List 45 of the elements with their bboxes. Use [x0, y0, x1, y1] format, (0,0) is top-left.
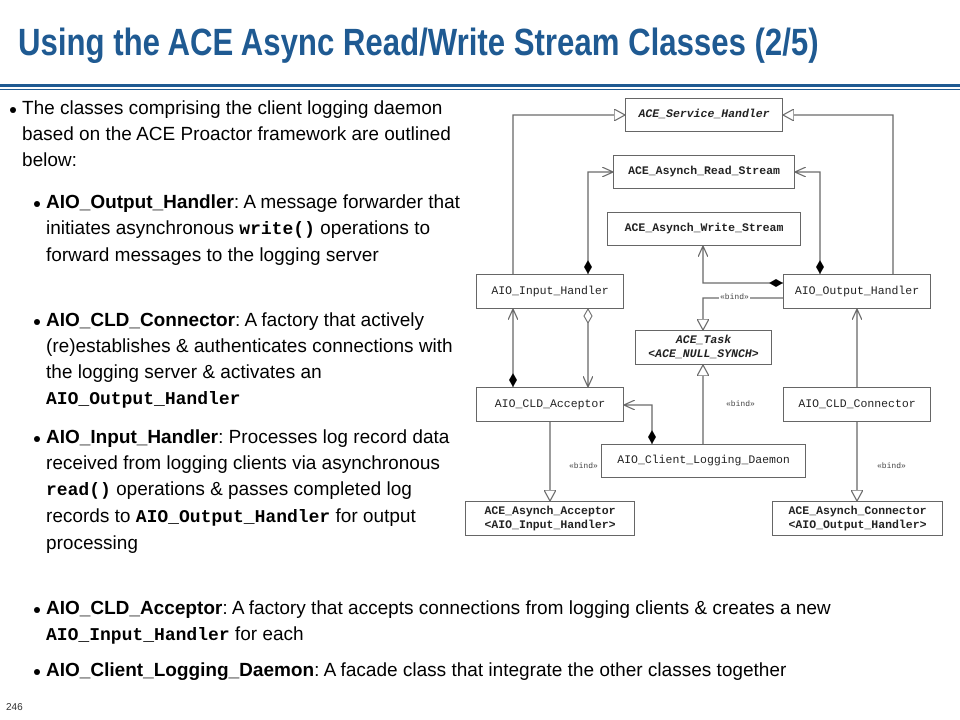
class-name: <AIO_Input_Handler> [484, 518, 616, 532]
class-box [465, 501, 635, 536]
class-name: AIO_Output_Handler [794, 284, 920, 298]
class-name: ACE_Asynch_Acceptor [484, 504, 616, 518]
class-box [635, 330, 772, 365]
class-box [476, 274, 624, 309]
class-box [783, 387, 931, 422]
slide-title: Using the ACE Async Read/Write Stream Classes (2/5) [18, 22, 819, 65]
class-box [625, 98, 783, 132]
uml-connector [794, 166, 824, 274]
class-box [476, 387, 624, 422]
class-name: ACE_Service_Handler [638, 108, 770, 122]
class-box [607, 212, 801, 246]
bullet-text: AIO_Input_Handler: Processes log record data received from logging clients via asynchronous read() operations & passes completed log records to AIO_Output_Handler for output processing [46, 426, 450, 556]
bullet-text: AIO_Output_Handler: A message forwarder that initiates asynchronous write() operations to forward messages to the logging server [46, 191, 461, 268]
bullet-text: AIO_CLD_Acceptor: A factory that accepts connections from logging clients & creates a new AIO_Input_Handler for each [46, 597, 832, 648]
uml-connector [584, 166, 614, 274]
class-box [783, 274, 931, 309]
uml-connector [697, 245, 783, 287]
class-box [772, 501, 943, 536]
uml-connector [512, 108, 626, 274]
uml-connector [582, 308, 594, 388]
uml-connector [507, 308, 519, 387]
class-name: ACE_Asynch_Read_Stream [628, 165, 780, 179]
class-box [601, 444, 806, 478]
bullet-text: AIO_CLD_Connector: A factory that actively (re)establishes & authenticates connections with the logging server & activates an AIO_Output_Handler [46, 309, 454, 412]
class-name: AIO_Client_Logging_Daemon [617, 454, 790, 468]
class-box [613, 155, 795, 189]
class-name: <AIO_Output_Handler> [788, 518, 927, 532]
uml-connector [696, 364, 710, 444]
uml-connector [850, 422, 864, 502]
bullet-text: The classes comprising the client logging daemon based on the ACE Proactor framework are outlined below: [22, 97, 452, 173]
uml-connector [851, 308, 863, 387]
class-name: AIO_CLD_Connector [798, 398, 916, 412]
page-number: 246 [6, 702, 23, 713]
bullet-text: AIO_Client_Logging_Daemon: A facade class that integrate the other classes together [46, 659, 788, 683]
uml-connector [623, 399, 656, 444]
class-name: AIO_Input_Handler [491, 284, 609, 298]
class-name: ACE_Task [676, 334, 732, 348]
uml-connector [543, 422, 557, 502]
class-name: ACE_Asynch_Write_Stream [624, 222, 784, 236]
class-name: <ACE_NULL_SYNCH> [648, 348, 759, 362]
uml-connector [782, 108, 894, 274]
class-name: ACE_Asynch_Connector [788, 504, 927, 518]
class-name: AIO_CLD_Acceptor [494, 398, 606, 412]
